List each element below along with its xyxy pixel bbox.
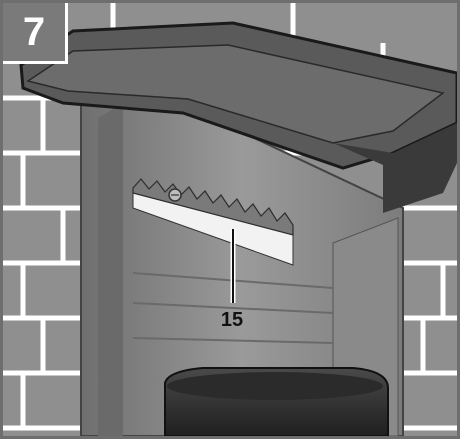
callout-label-15: 15 <box>221 309 243 331</box>
step-number-badge: 7 <box>3 3 68 64</box>
product-photo: 15 <box>3 3 457 436</box>
